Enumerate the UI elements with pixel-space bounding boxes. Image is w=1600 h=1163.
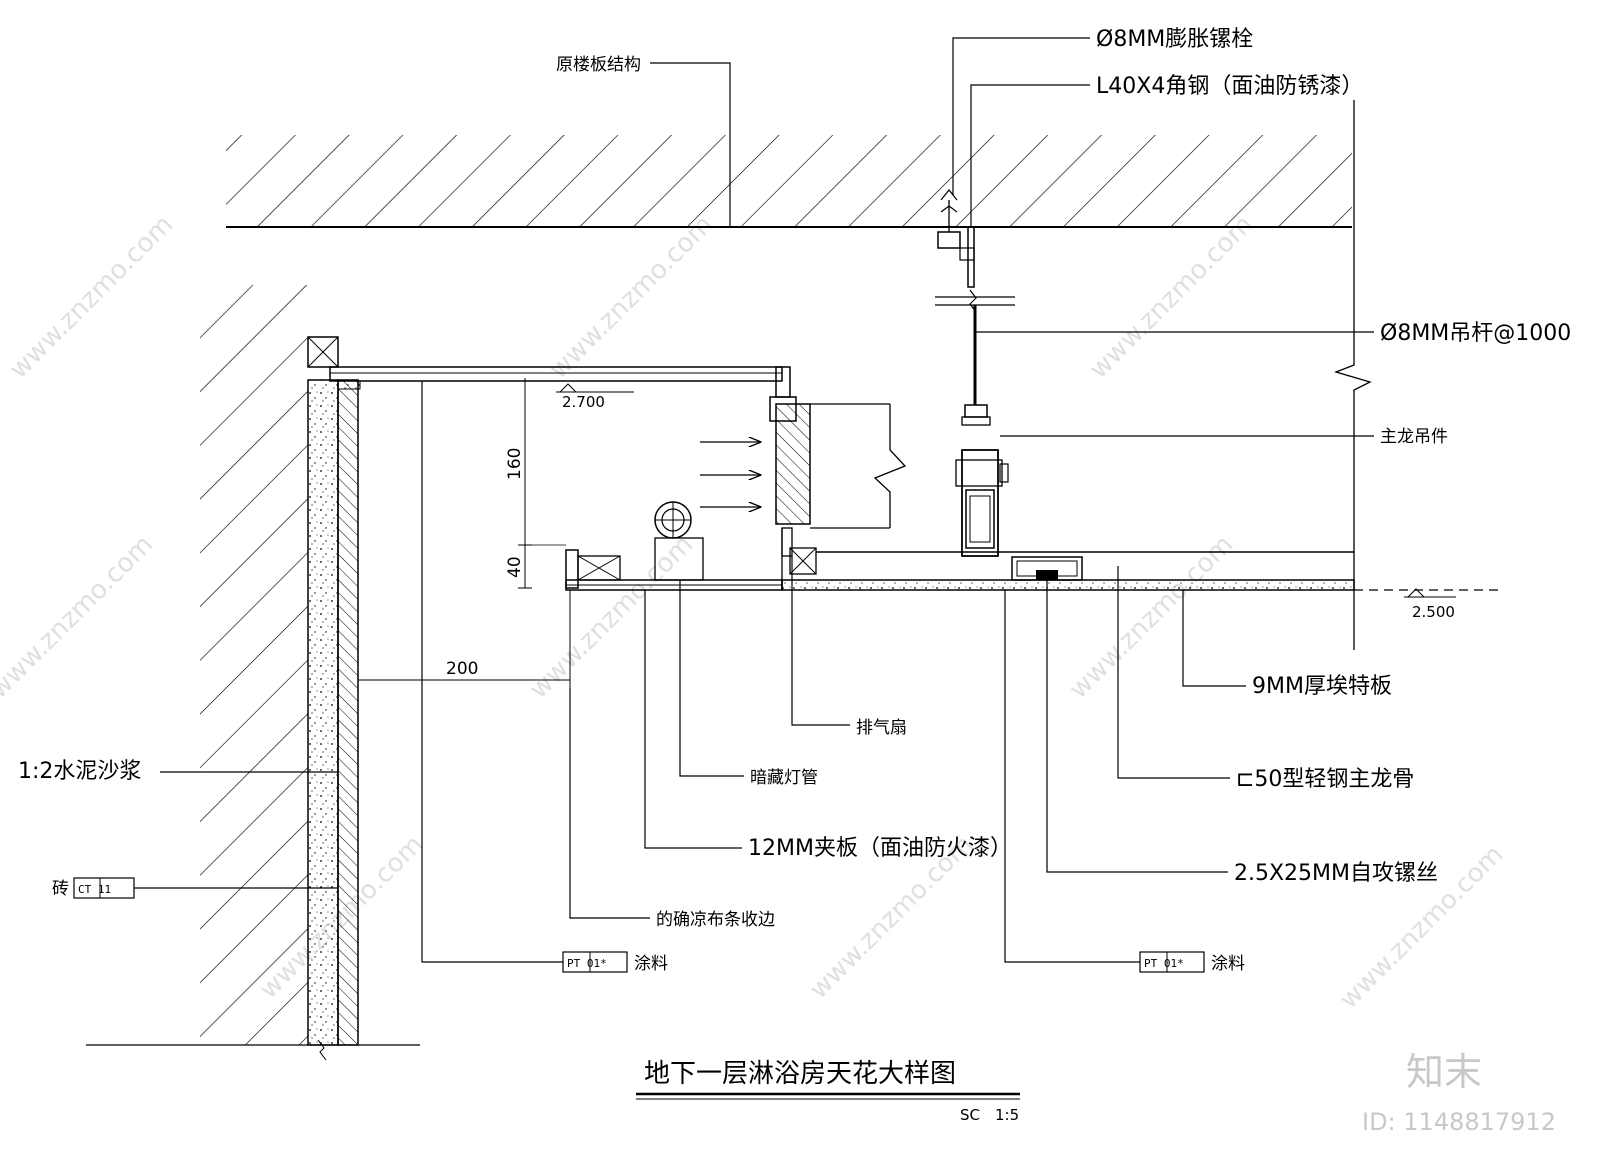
label-fan: 排气扇 [856, 718, 907, 738]
label-main-hanger: 主龙吊件 [1380, 427, 1448, 447]
tag-pt-right: PT 01* 涂料 [1139, 951, 1245, 974]
scale-code: SC [960, 1106, 980, 1124]
drawing-title-block: 地下一层淋浴房天花大样图 SC 1:5 [636, 1059, 1020, 1124]
label-main-keel: ⊏50型轻钢主龙骨 [1236, 767, 1414, 792]
wall [86, 285, 420, 1061]
label-paint: 涂料 [634, 954, 668, 974]
tag-pt-text: PT 01* [567, 957, 607, 970]
label-mortar: 1:2水泥沙浆 [18, 759, 141, 784]
level-marker-lower: 2.500 [1404, 588, 1456, 621]
slab [226, 135, 1352, 228]
scale-value: 1:5 [995, 1106, 1019, 1124]
tag-pt-left: PT 01* 涂料 [562, 951, 668, 974]
leader-lines [134, 37, 1374, 963]
watermark-text: www.znzmo.com [1084, 210, 1259, 385]
tag-ct: CT 11 [73, 877, 135, 899]
upper-ceiling-panel [307, 336, 783, 390]
label-lamp: 暗藏灯管 [750, 768, 818, 788]
label-trim: 的确凉布条收边 [656, 910, 775, 930]
drawing-title: 地下一层淋浴房天花大样图 [644, 1059, 956, 1089]
tag-pt-text: PT 01* [1144, 957, 1184, 970]
dim-200: 200 [446, 659, 478, 679]
dim-160: 160 [505, 448, 525, 480]
level-upper-text: 2.700 [562, 393, 605, 411]
airflow-arrows [700, 442, 760, 507]
recess-box [769, 366, 907, 590]
level-marker-upper: 2.700 [556, 383, 634, 411]
dim-40: 40 [505, 556, 525, 578]
lamp-fixture [654, 501, 704, 581]
label-screw: 2.5X25MM自攻镙丝 [1234, 861, 1438, 886]
watermark-id: ID: 1148817912 [1362, 1108, 1556, 1136]
watermark-text: www.znzmo.com [1064, 530, 1239, 705]
watermark-text: www.znzmo.com [4, 210, 179, 385]
label-paint: 涂料 [1211, 954, 1245, 974]
dimension-lines [357, 378, 571, 690]
label-plywood: 12MM夹板（面油防火漆） [748, 836, 1012, 861]
watermark-logo: 知末 [1406, 1050, 1482, 1094]
label-brick: 砖 [52, 879, 69, 899]
hanger-assembly [935, 189, 1015, 557]
break-line-right [1333, 100, 1372, 650]
tag-ct-text: CT 11 [78, 883, 111, 896]
watermark-text: www.znzmo.com [544, 210, 719, 385]
label-hanger-rod: Ø8MM吊杆@1000 [1380, 321, 1571, 346]
ceiling-board [781, 551, 1500, 591]
label-slab: 原楼板结构 [556, 55, 641, 75]
label-board: 9MM厚埃特板 [1252, 674, 1392, 699]
level-lower-text: 2.500 [1412, 603, 1455, 621]
watermark-text: www.znzmo.com [0, 530, 159, 705]
label-bolt: Ø8MM膨胀镙栓 [1096, 27, 1253, 52]
label-angle-steel: L40X4角钢（面油防锈漆） [1096, 74, 1363, 99]
